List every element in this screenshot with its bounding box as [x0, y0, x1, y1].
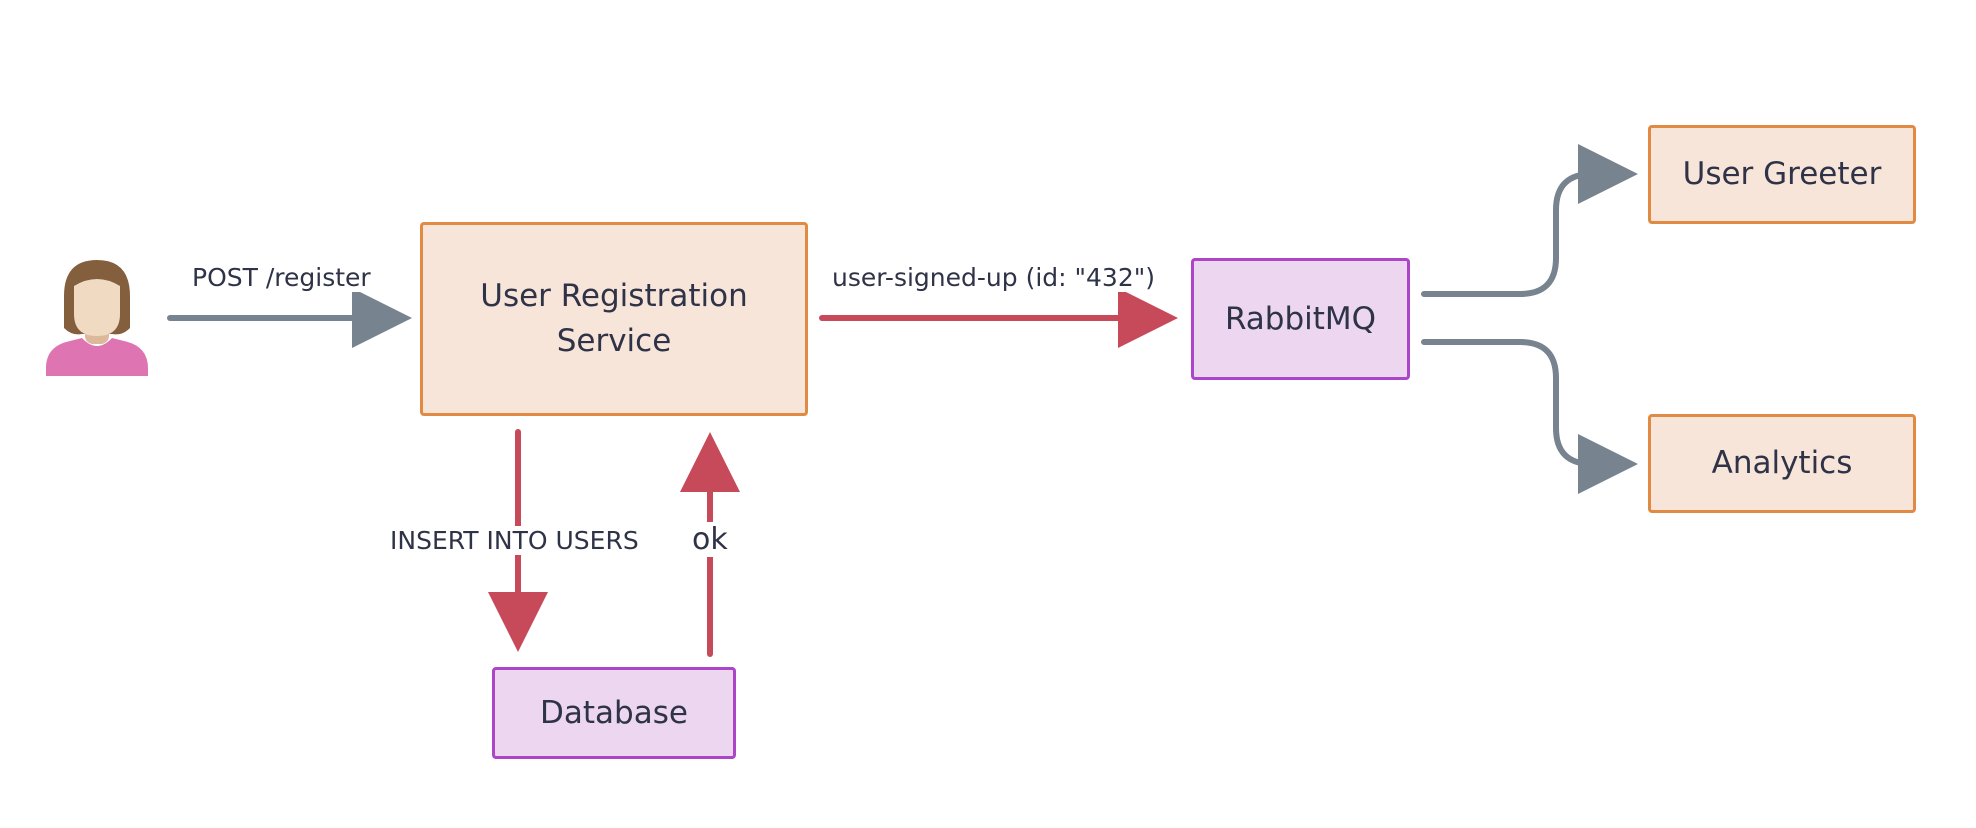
- arrow-to-analytics: [1421, 339, 1638, 494]
- rabbitmq-label: RabbitMQ: [1224, 300, 1377, 337]
- database-label: Database: [540, 694, 688, 731]
- insert-into-users-label: INSERT INTO USERS: [386, 526, 643, 555]
- analytics-node[interactable]: Analytics: [1648, 414, 1916, 513]
- analytics-label: Analytics: [1711, 445, 1853, 482]
- user-signed-up-label: user-signed-up (id: "432"): [832, 263, 1155, 292]
- post-register-label: POST /register: [192, 263, 371, 292]
- user-registration-service-label: User Registration Service: [480, 278, 748, 359]
- person-icon: [46, 260, 148, 376]
- ok-label: ok: [690, 522, 730, 557]
- user-greeter-node[interactable]: User Greeter: [1648, 125, 1916, 224]
- rabbitmq-node[interactable]: RabbitMQ: [1191, 258, 1410, 380]
- user-greeter-label: User Greeter: [1682, 156, 1882, 193]
- user-registration-service-node[interactable]: User Registration Service: [420, 222, 808, 416]
- database-node[interactable]: Database: [492, 667, 736, 759]
- arrow-to-user-greeter: [1421, 144, 1638, 297]
